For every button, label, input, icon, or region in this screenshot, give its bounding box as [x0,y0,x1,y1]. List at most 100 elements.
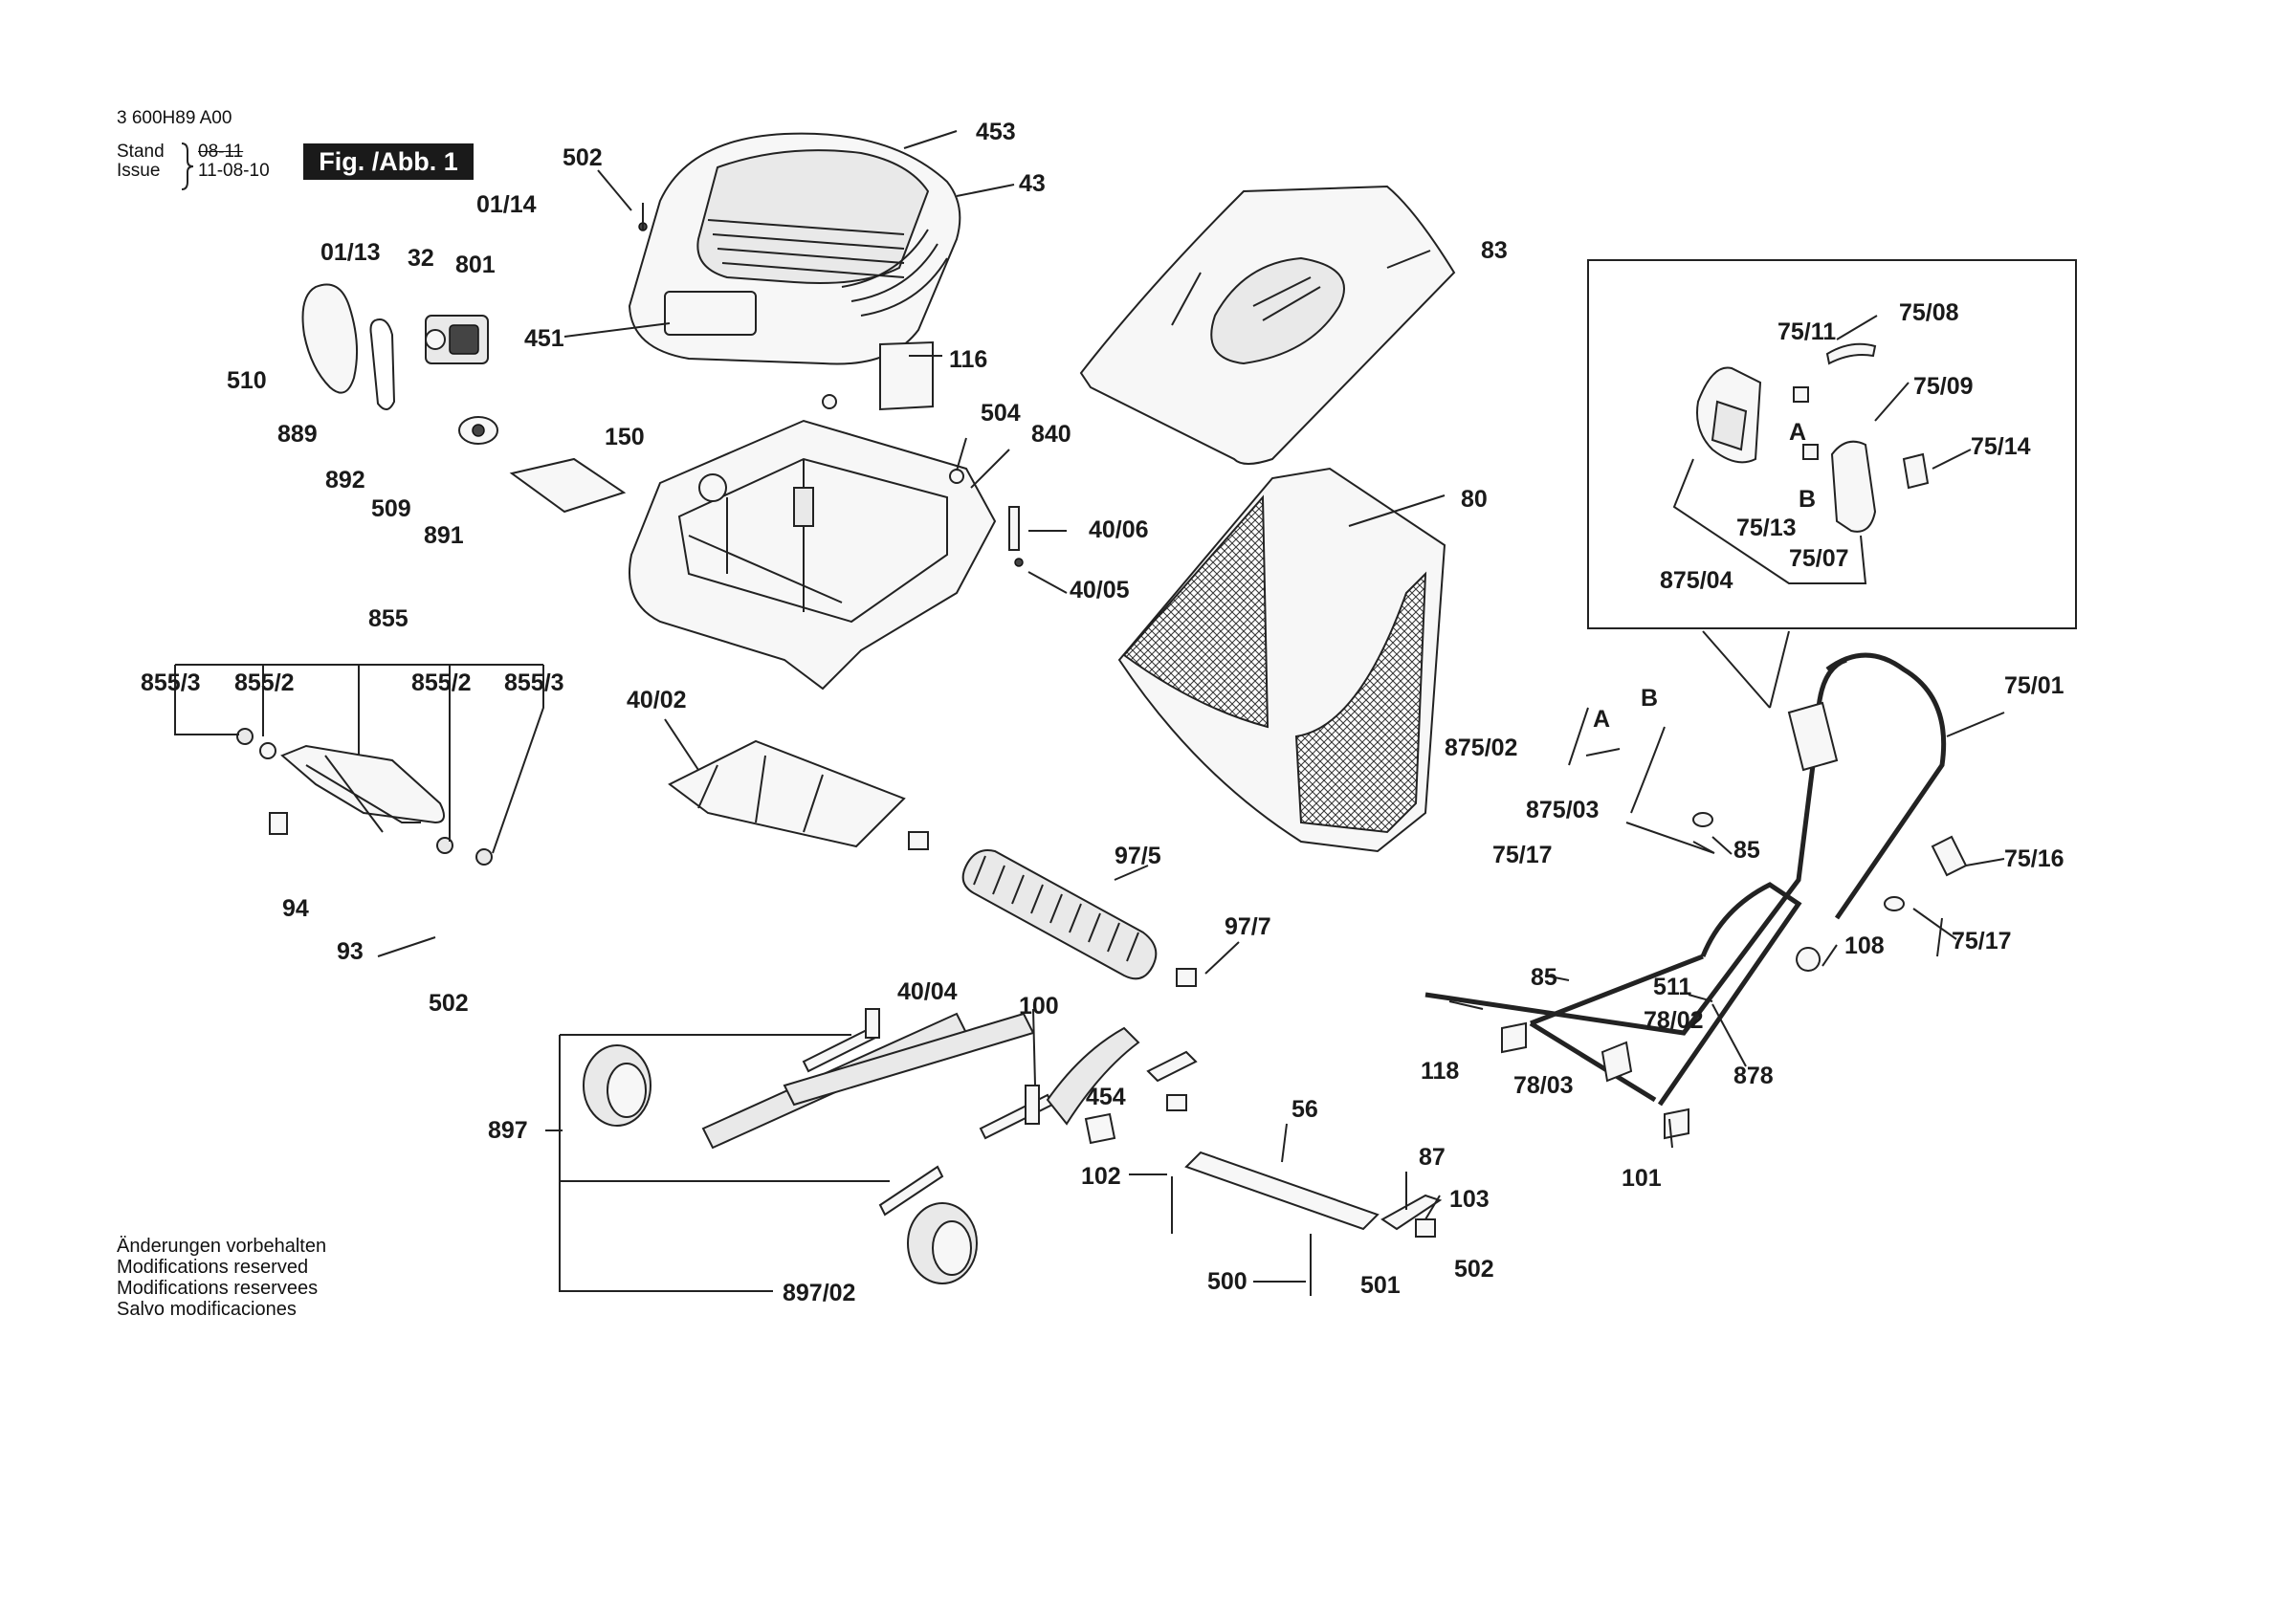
label-504: 504 [981,400,1021,427]
label-510: 510 [227,367,267,394]
wheel-rear [583,1044,651,1127]
label-87: 87 [1419,1144,1446,1171]
spring-40-06 [1008,506,1020,551]
label-855-2-left: 855/2 [234,669,295,696]
bar-56 [1184,1151,1380,1231]
label-102: 102 [1081,1163,1121,1190]
leader-897-bracket [545,1034,890,1292]
label-78-02: 78/02 [1644,1007,1704,1034]
label-75-09: 75/09 [1913,373,1974,400]
label-502-left: 502 [429,990,469,1017]
label-897-02: 897/02 [783,1280,855,1306]
label-855: 855 [368,605,408,632]
issue-date: 11-08-10 [198,161,270,181]
label-116: 116 [949,346,987,373]
label-509: 509 [371,495,411,522]
knob-75-11 [1793,386,1809,403]
pad-150 [509,457,627,514]
lever-75-08 [1825,342,1877,365]
leader-855-bracket [174,664,544,854]
label-502-right: 502 [1454,1256,1494,1283]
label-875-04: 875/04 [1660,567,1733,594]
label-40-04: 40/04 [897,978,958,1005]
figure-badge: Fig. /Abb. 1 [303,143,474,180]
label-80: 80 [1461,486,1488,513]
handle-lower [1529,882,1802,1107]
cable-875-03 [1630,726,1666,814]
label-500: 500 [1207,1268,1247,1295]
label-94: 94 [282,895,309,922]
label-855-2-right: 855/2 [411,669,472,696]
label-75-11: 75/11 [1777,318,1836,345]
drive-belt [369,318,396,410]
switch-housing [1696,366,1762,464]
label-840: 840 [1031,421,1071,448]
issue-label: Issue [117,161,161,181]
handle-upper [1424,652,1947,1036]
label-A-cable: A [1593,706,1610,733]
label-83: 83 [1481,237,1508,264]
label-43: 43 [1019,170,1046,197]
label-454: 454 [1086,1084,1126,1110]
bracket-454 [1084,1112,1116,1145]
label-501: 501 [1360,1272,1401,1299]
label-75-08: 75/08 [1899,299,1959,326]
label-878: 878 [1733,1063,1774,1089]
label-A-inset: A [1789,419,1806,446]
clip-lower [1166,1094,1187,1111]
label-40-06: 40/06 [1089,516,1149,543]
bracket-103 [1415,1218,1436,1238]
label-875-02: 875/02 [1445,735,1517,761]
label-855-3-right: 855/3 [504,669,564,696]
switch-cover [1830,440,1877,533]
knob-75-17a [1691,812,1714,827]
grass-bag-top [1079,185,1456,465]
label-875-03: 875/03 [1526,797,1599,823]
knob-118 [1501,1021,1527,1054]
motor-unit [425,315,489,364]
stand-date: 08-11 [198,142,244,162]
label-150: 150 [605,424,645,450]
label-801: 801 [455,252,496,278]
document-number: 3 600H89 A00 [117,108,232,128]
wheel-frame [701,1008,1140,1217]
label-78-03: 78/03 [1513,1072,1574,1099]
clamp-75-16 [1931,835,1968,877]
label-56: 56 [1292,1096,1318,1123]
bracket-87 [1380,1194,1443,1231]
label-103: 103 [1449,1186,1490,1213]
cutter-cover [668,739,929,850]
label-75-17-right: 75/17 [1952,928,2012,954]
leader-875-04 [1672,458,1867,584]
note-de: Änderungen vorbehalten [117,1236,327,1257]
label-B-cable: B [1641,685,1658,712]
bracket-78-02 [1601,1041,1633,1083]
label-85-upper: 85 [1733,837,1760,864]
label-75-07: 75/07 [1789,545,1849,572]
label-855-3-left: 855/3 [141,669,201,696]
label-40-05: 40/05 [1070,577,1130,603]
screw-40-05 [1014,558,1024,567]
label-897: 897 [488,1117,528,1144]
clip-upper [1146,1050,1198,1083]
label-451: 451 [524,325,564,352]
roller [961,849,1197,987]
leader-lines [377,130,2005,1283]
label-118: 118 [1421,1058,1459,1085]
wheel-front [907,1202,978,1284]
label-101: 101 [1622,1165,1662,1192]
part-labels: 453 43 502 01/14 01/13 32 801 451 510 88… [141,119,2064,1306]
label-75-01: 75/01 [2004,672,2064,699]
label-75-17-left: 75/17 [1492,842,1553,868]
note-en: Modifications reserved [117,1257,309,1278]
label-85-lower: 85 [1531,964,1557,991]
label-93: 93 [337,938,364,965]
belt-cover [301,283,358,394]
label-108: 108 [1844,932,1885,959]
label-502-top: 502 [563,144,603,171]
label-32: 32 [408,245,434,272]
note-es: Salvo modificaciones [117,1299,297,1320]
note-fr: Modifications reservees [117,1278,319,1299]
